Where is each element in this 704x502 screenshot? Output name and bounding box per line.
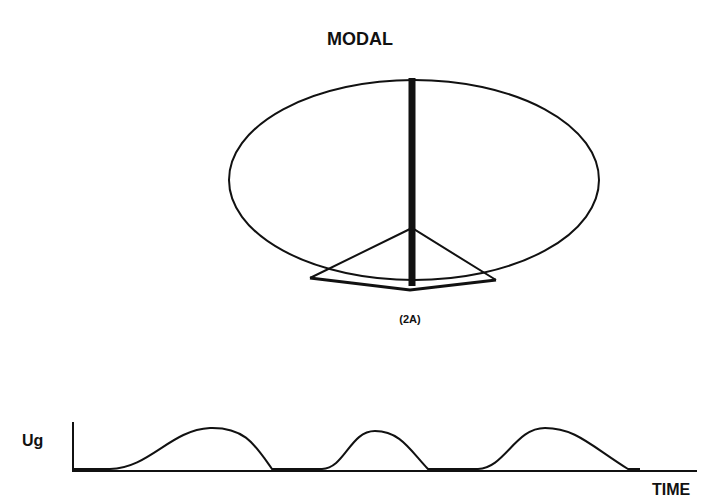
flow-waveform xyxy=(73,428,640,469)
vocal-fold-line xyxy=(409,78,416,286)
y-axis xyxy=(72,422,74,471)
axis-label: Ug xyxy=(22,433,43,449)
figure-label: (2A) xyxy=(399,314,420,325)
diagram-title: MODAL xyxy=(327,30,393,48)
axis-label: TIME xyxy=(652,482,690,498)
x-axis xyxy=(72,470,697,472)
arytenoid-base xyxy=(310,278,496,290)
arytenoid-triangle xyxy=(310,228,496,280)
